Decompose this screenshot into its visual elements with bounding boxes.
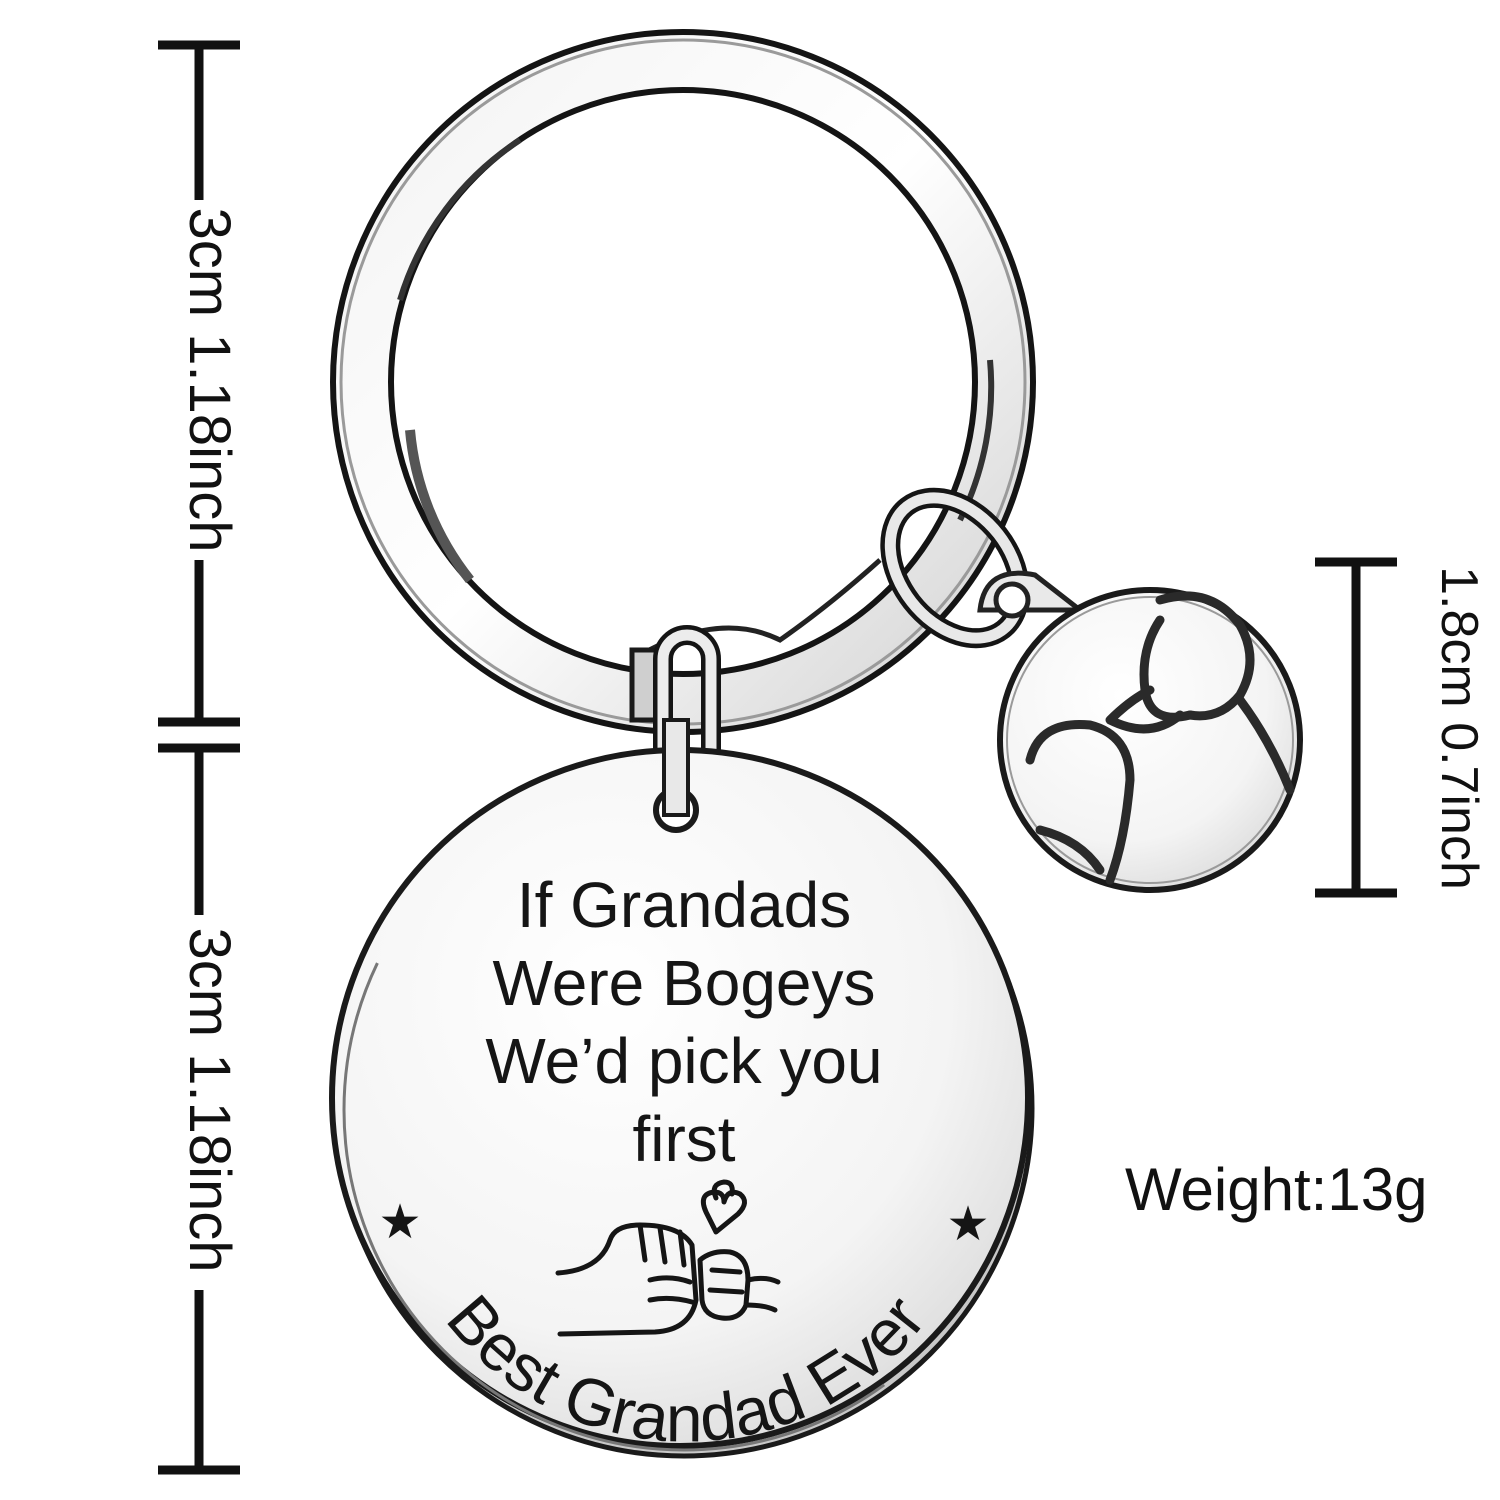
pinky-promise-icon bbox=[1025, 591, 1295, 885]
charm-jump-ring bbox=[880, 487, 1030, 649]
star-left-icon: ★ bbox=[378, 1196, 421, 1249]
charm-dimension-line bbox=[1315, 557, 1397, 898]
tag-size-label: 3cm 1.18inch bbox=[177, 928, 242, 1273]
engraving-line-4: first bbox=[632, 1103, 735, 1175]
ring-size-label: 3cm 1.18inch bbox=[177, 208, 242, 553]
weight-label: Weight:13g bbox=[1125, 1156, 1427, 1223]
engraving-line-1: If Grandads bbox=[517, 869, 851, 941]
tag-dimension-line bbox=[158, 743, 240, 1475]
pinky-promise-charm bbox=[977, 570, 1303, 893]
star-right-icon: ★ bbox=[946, 1198, 989, 1251]
fist-bump-icon bbox=[555, 1179, 781, 1337]
engraving-line-3: We’d pick you bbox=[485, 1025, 882, 1097]
engraved-tag: If Grandads Were Bogeys We’d pick you fi… bbox=[329, 718, 1035, 1459]
charm-size-label: 1.8cm 0.7inch bbox=[1430, 566, 1488, 890]
engraving-line-2: Were Bogeys bbox=[493, 947, 876, 1019]
ring-dimension-line bbox=[158, 40, 240, 727]
